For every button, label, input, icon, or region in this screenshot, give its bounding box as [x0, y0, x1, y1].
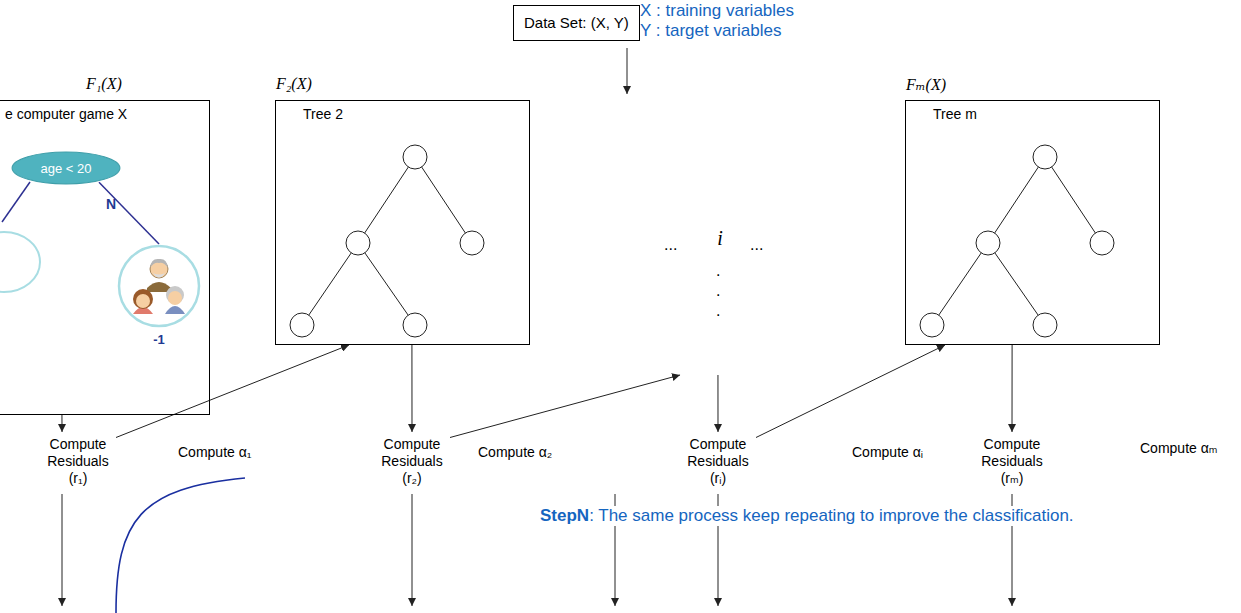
drawing-part — [988, 243, 1045, 325]
box-text: Data Set: (X, Y) — [524, 14, 629, 31]
drawing-part — [460, 231, 484, 255]
edge-label: Compute α₁ — [178, 444, 252, 460]
leaf-circle: -1 — [117, 244, 201, 328]
drawing-part — [627, 48, 628, 94]
drawing-part — [0, 232, 40, 292]
drawing-part — [2, 182, 30, 222]
ellipse-shape — [12, 152, 120, 184]
drawing-part — [290, 313, 314, 337]
tree-title: Tree 2 — [303, 106, 343, 122]
step-label: Compute αₘ — [1140, 440, 1218, 456]
connector — [61, 415, 62, 432]
drawing-part — [415, 157, 472, 243]
person-hair — [150, 259, 168, 268]
condition-text: age < 20 — [41, 161, 92, 176]
tree-heading: F₁(X) — [86, 75, 122, 93]
person-hair — [166, 286, 184, 304]
pen-curve — [116, 478, 245, 613]
residual-text: Compute Residuals (rᵢ) — [680, 436, 756, 487]
residual-step: Compute Residuals (rₘ) — [974, 432, 1050, 487]
note: Y : target variables — [640, 21, 781, 41]
tree-heading: F₂(X) — [276, 75, 312, 93]
drawing-part — [346, 231, 370, 255]
drawing-part — [1090, 231, 1114, 255]
tree1-left-branch — [0, 182, 40, 292]
residual-text: Compute Residuals (r₁) — [40, 436, 116, 487]
drawing-part — [403, 145, 427, 169]
drawing-part — [1033, 313, 1057, 337]
drawing-part — [920, 313, 944, 337]
person-beard — [153, 273, 165, 278]
drawing-part — [62, 494, 63, 606]
drawing-part — [302, 243, 358, 325]
leaf-shape — [119, 246, 199, 326]
leaf-outline — [117, 244, 201, 328]
dot: . — [716, 262, 720, 280]
person-hair — [133, 289, 153, 309]
drawing-part — [358, 243, 415, 325]
person-head — [136, 294, 150, 308]
tree-m-drawing — [920, 145, 1114, 337]
tree-box: F₁(X)e computer game Xage < 20-1 — [0, 100, 210, 415]
drawing-part — [988, 157, 1045, 243]
note: X : training variables — [640, 1, 794, 21]
person-body — [165, 306, 185, 314]
ellipsis: ... — [664, 236, 677, 254]
edge-label: Compute α₂ — [478, 444, 552, 460]
drawing-part — [403, 313, 427, 337]
residual-step: Compute Residuals (r₂) — [374, 432, 450, 487]
residual-text: Compute Residuals (rₘ) — [974, 436, 1050, 487]
leaf-value: -1 — [117, 332, 201, 347]
tree-heading: Fₘ(X) — [906, 75, 946, 94]
ellipsis: ... — [750, 236, 763, 254]
data-box: Data Set: (X, Y) — [513, 5, 640, 41]
dot: . — [716, 302, 720, 320]
tree-title: e computer game X — [5, 106, 127, 122]
tree-title: Tree m — [933, 106, 977, 122]
tree-box: Fₘ(X)Tree m — [905, 100, 1160, 345]
connector — [756, 345, 945, 438]
residual-step: Compute Residuals (r₁) — [40, 432, 116, 487]
connector — [450, 375, 680, 438]
drawing-part — [358, 157, 415, 243]
residual-step: Compute Residuals (rᵢ) — [680, 432, 756, 487]
branch-label: N — [106, 196, 116, 212]
drawing-part — [976, 231, 1000, 255]
step-heading: StepN — [540, 506, 589, 525]
connector — [1012, 345, 1013, 432]
connector — [717, 375, 718, 432]
connector — [411, 345, 412, 432]
person-head — [168, 291, 182, 305]
step-note: StepN: The same process keep repeating t… — [537, 506, 1077, 526]
tree-box: F₂(X)Tree 2 — [275, 100, 530, 345]
residual-text: Compute Residuals (r₂) — [374, 436, 450, 487]
dot: . — [716, 282, 720, 300]
step-text: : The same process keep repeating to imp… — [589, 506, 1073, 525]
drawing-part — [1045, 157, 1102, 243]
drawing-part — [412, 494, 413, 606]
drawing-part — [932, 243, 988, 325]
tree-2-drawing — [290, 145, 484, 337]
drawing-part — [1033, 145, 1057, 169]
decision-ellipse: age < 20 — [11, 151, 121, 185]
connector — [99, 182, 159, 244]
connector — [116, 345, 349, 438]
edge-label: Compute αᵢ — [852, 444, 923, 460]
